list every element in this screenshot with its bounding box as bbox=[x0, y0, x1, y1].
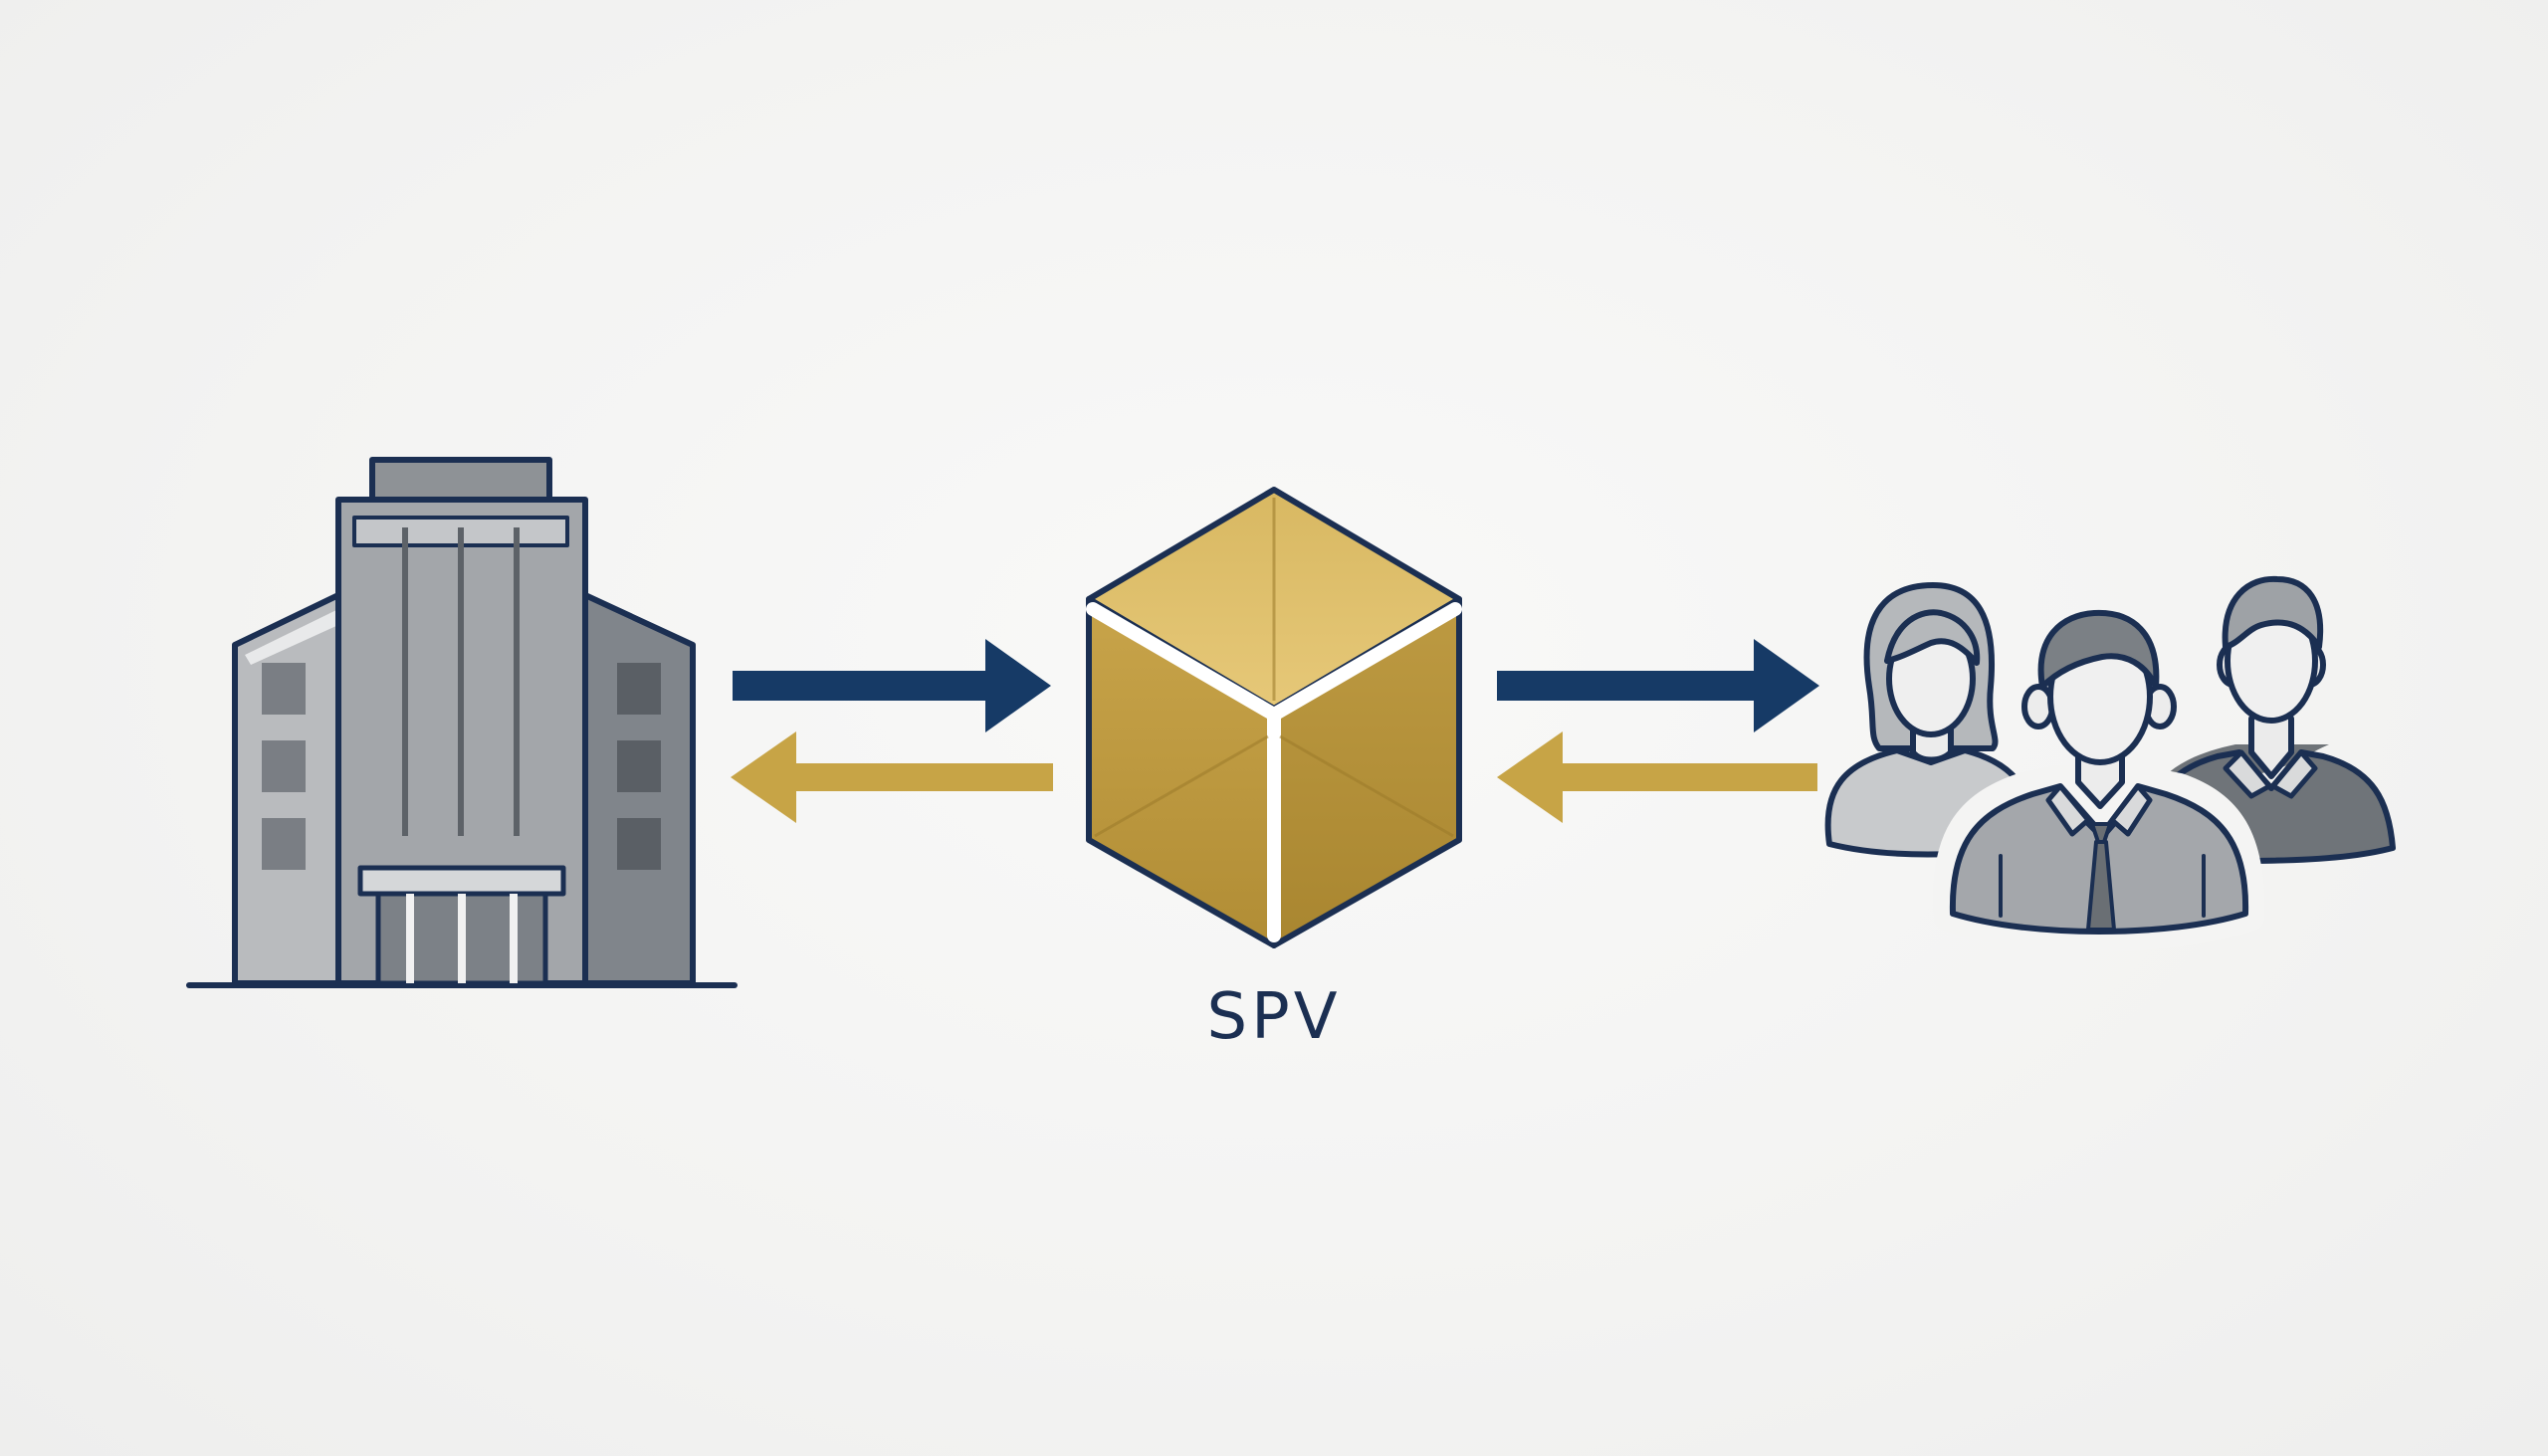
arrow-spv-to-investors bbox=[1497, 639, 1819, 732]
arrow-company-to-spv bbox=[733, 639, 1051, 732]
people-group-icon bbox=[1824, 575, 2396, 951]
cube-icon bbox=[1086, 487, 1462, 948]
arrow-investors-to-spv bbox=[1497, 731, 1817, 823]
arrow-spv-to-company bbox=[731, 731, 1053, 823]
office-building-icon bbox=[186, 457, 738, 988]
spv-label: SPV bbox=[1206, 980, 1342, 1054]
person-man-front-icon bbox=[1933, 609, 2265, 951]
